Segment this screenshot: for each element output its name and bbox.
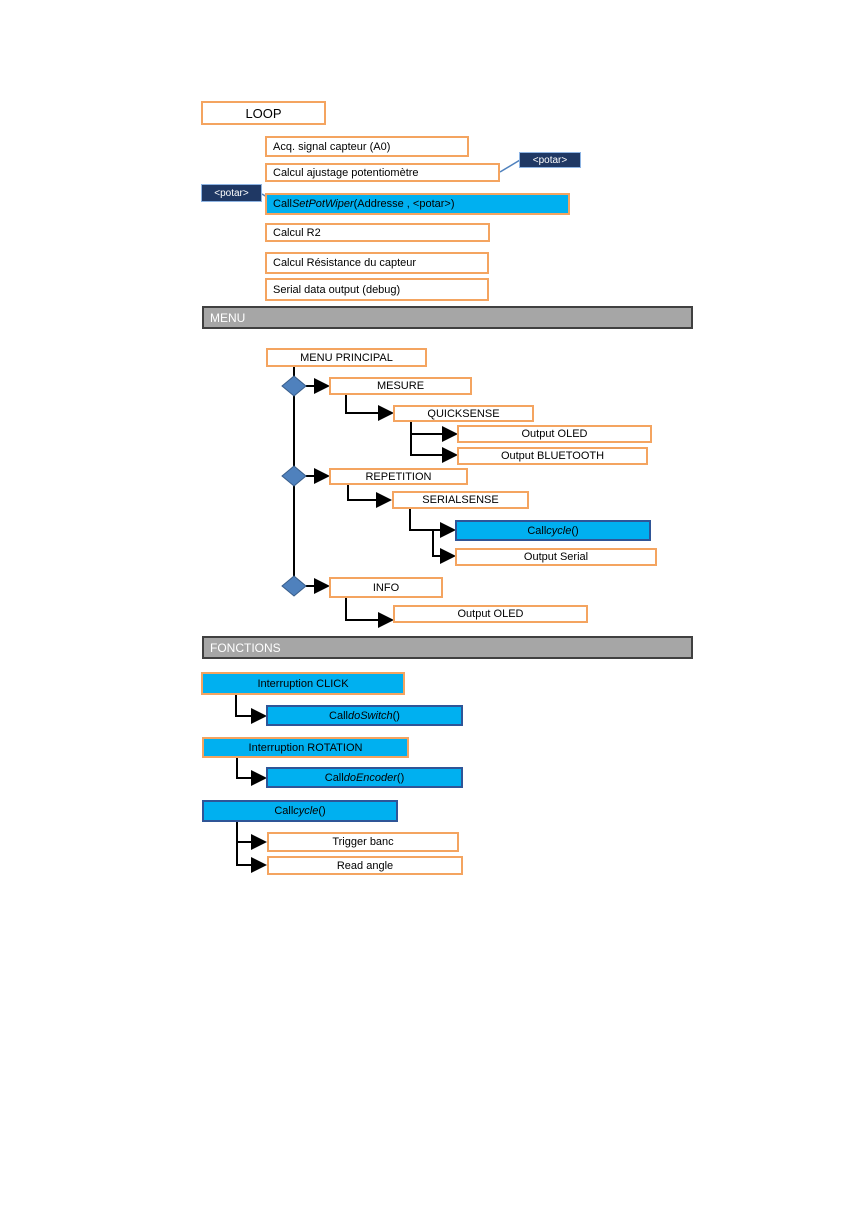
decision-diamond-mesure <box>281 375 307 397</box>
mesure-node: MESURE <box>329 377 472 395</box>
output-bluetooth: Output BLUETOOTH <box>457 447 648 465</box>
setpotwiper-func: SetPotWiper <box>291 198 354 210</box>
step-calcul-r2: Calcul R2 <box>265 223 490 242</box>
repetition-node: REPETITION <box>329 468 468 485</box>
cycle-func: cycle <box>293 805 319 817</box>
info-node: INFO <box>329 577 443 598</box>
call-suffix: () <box>318 805 326 817</box>
interruption-click: Interruption CLICK <box>201 672 405 695</box>
potar-output-tag: <potar> <box>519 152 581 168</box>
cycle-func: cycle <box>546 524 572 537</box>
menu-section-band: MENU <box>202 306 693 329</box>
decision-diamond-info <box>281 575 307 597</box>
call-prefix: Call <box>329 709 348 722</box>
trigger-banc: Trigger banc <box>267 832 459 852</box>
output-serial: Output Serial <box>455 548 657 566</box>
call-prefix: Call <box>527 524 547 537</box>
menu-principal-node: MENU PRINCIPAL <box>266 348 427 367</box>
step-acq-signal: Acq. signal capteur (A0) <box>265 136 469 157</box>
doencoder-func: doEncoder <box>343 771 397 784</box>
call-suffix: () <box>571 524 579 537</box>
potar-out-connector <box>499 159 521 173</box>
serialsense-node: SERIALSENSE <box>392 491 529 509</box>
call-prefix: Call <box>324 771 344 784</box>
interruption-rotation: Interruption ROTATION <box>202 737 409 758</box>
call-suffix: () <box>396 771 405 784</box>
potar-input-tag: <potar> <box>201 184 262 202</box>
step-serial-output: Serial data output (debug) <box>265 278 489 301</box>
output-oled-quicksense: Output OLED <box>457 425 652 443</box>
call-cycle-function: Call cycle() <box>202 800 398 822</box>
call-prefix: Call <box>274 805 294 817</box>
loop-title: LOOP <box>201 101 326 125</box>
call-cycle-menu: Call cycle() <box>455 520 651 541</box>
output-oled-info: Output OLED <box>393 605 588 623</box>
call-doencoder: Call doEncoder() <box>266 767 463 788</box>
fonctions-section-band: FONCTIONS <box>202 636 693 659</box>
read-angle: Read angle <box>267 856 463 875</box>
call-prefix: Call <box>273 198 292 210</box>
quicksense-node: QUICKSENSE <box>393 405 534 422</box>
call-suffix: () <box>392 709 400 722</box>
doswitch-func: doSwitch <box>347 709 393 722</box>
call-args: (Addresse , <potar>) <box>353 198 455 210</box>
step-calcul-ajustage: Calcul ajustage potentiomètre <box>265 163 500 182</box>
call-doswitch: Call doSwitch() <box>266 705 463 726</box>
step-call-setpotwiper: Call SetPotWiper(Addresse , <potar>) <box>265 193 570 215</box>
decision-diamond-repetition <box>281 465 307 487</box>
step-calcul-resistance: Calcul Résistance du capteur <box>265 252 489 274</box>
